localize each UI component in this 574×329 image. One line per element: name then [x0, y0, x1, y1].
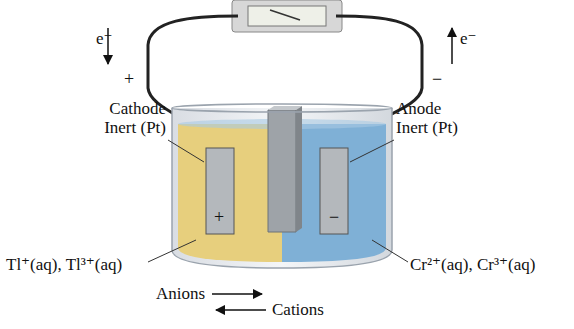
leader-line	[168, 140, 204, 162]
electron-label: e⁻	[460, 30, 477, 49]
ion-flow-arrow	[212, 293, 262, 295]
cathode-electrode	[206, 148, 234, 234]
polarity-sign: −	[432, 70, 442, 90]
electron-flow-arrow	[451, 28, 453, 64]
voltmeter	[232, 0, 342, 32]
electrode-label: Anode Inert (Pt)	[396, 100, 476, 137]
polarity-sign: +	[124, 70, 134, 90]
leader-line	[350, 140, 394, 162]
electrode-sign: −	[329, 208, 339, 228]
solution-label: Tl⁺(aq), Tl³⁺(aq)	[6, 256, 122, 275]
ion-flow-label: Anions	[156, 285, 205, 304]
anode-electrode	[320, 148, 348, 234]
electron-label: e⁻	[96, 30, 113, 49]
electrode-sign: +	[214, 208, 224, 228]
solution-label: Cr²⁺(aq), Cr³⁺(aq)	[410, 256, 535, 275]
electrode-label: Cathode Inert (Pt)	[86, 100, 166, 137]
leader-line	[148, 240, 196, 262]
ion-flow-arrow	[216, 309, 266, 311]
ion-flow-label: Cations	[272, 301, 324, 320]
leader-line	[372, 240, 408, 262]
beaker	[172, 104, 392, 268]
